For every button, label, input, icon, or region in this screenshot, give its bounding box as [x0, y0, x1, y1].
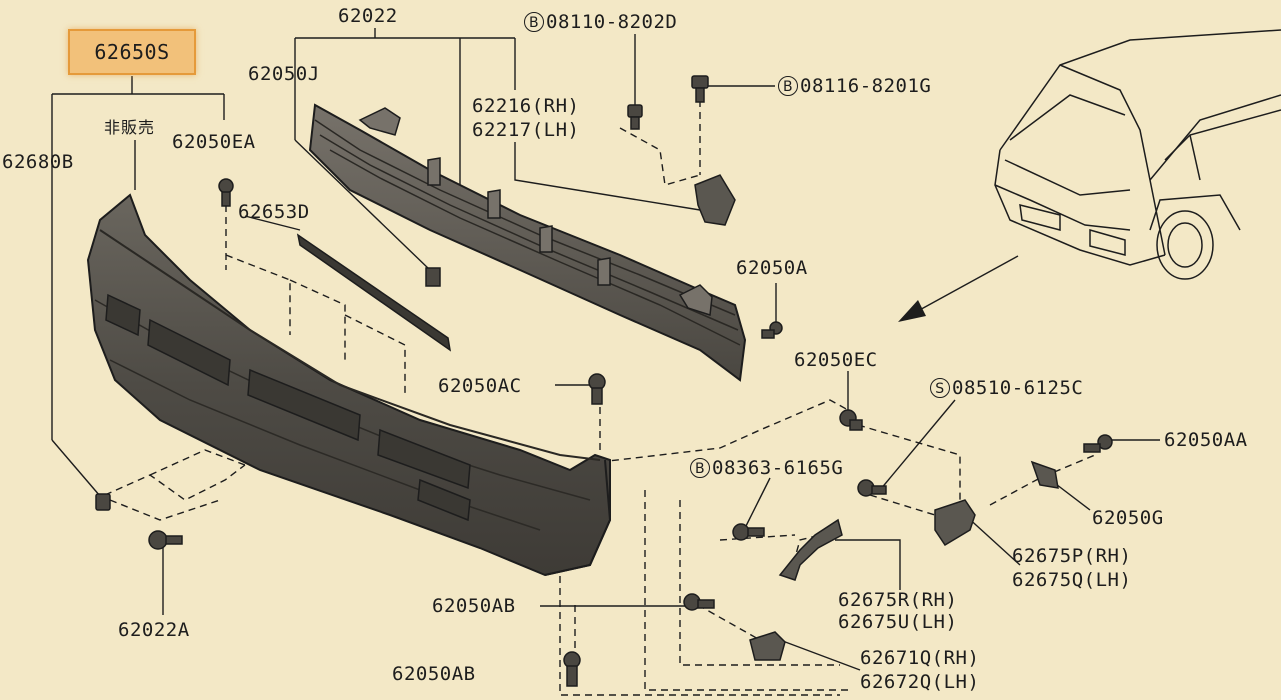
part-label-62675R[interactable]: 62675R(RH) — [838, 589, 958, 611]
screw-standard-badge: S — [930, 378, 950, 398]
part-code: 08510-6125C — [952, 377, 1084, 399]
part-label-62050AB-upper[interactable]: 62050AB — [432, 595, 516, 617]
vehicle-sketch — [994, 29, 1281, 280]
direction-arrow-head — [898, 300, 926, 322]
part-label-62050A[interactable]: 62050A — [736, 257, 808, 279]
bolt-62050A — [761, 321, 783, 339]
bolt-62050AA — [1083, 434, 1113, 453]
part-label-62217[interactable]: 62217(LH) — [472, 119, 580, 141]
part-label-62050EA[interactable]: 62050EA — [172, 131, 256, 153]
bolt-62050EC — [839, 409, 863, 431]
part-label-62050AC[interactable]: 62050AC — [438, 375, 522, 397]
part-label-62675Q[interactable]: 62675Q(LH) — [1012, 569, 1132, 591]
part-label-62022A[interactable]: 62022A — [118, 619, 190, 641]
bolt-standard-badge: B — [690, 458, 710, 478]
part-label-62050EC[interactable]: 62050EC — [794, 349, 878, 371]
bumper-reinforcement — [308, 103, 747, 382]
part-label-62672Q[interactable]: 62672Q(LH) — [860, 671, 980, 693]
bracket-62216 — [694, 174, 736, 226]
bolt-62022A — [148, 530, 183, 550]
bracket-62675R — [778, 518, 843, 581]
not-for-sale-note: 非販売 — [104, 118, 156, 137]
part-label-62050G[interactable]: 62050G — [1092, 507, 1164, 529]
part-label-62650S[interactable]: 62650S — [94, 40, 170, 64]
part-label-62675P[interactable]: 62675P(RH) — [1012, 545, 1132, 567]
leader-lines — [51, 28, 1160, 671]
highlighted-part-box[interactable]: 62650S — [68, 29, 196, 75]
bracket-62675P — [934, 499, 976, 547]
bolt-08363 — [732, 523, 765, 541]
clip-62050J — [425, 267, 441, 287]
part-label-62675U[interactable]: 62675U(LH) — [838, 611, 958, 633]
part-code: 08110-8202D — [546, 11, 678, 33]
bolt-08510 — [857, 479, 887, 497]
bolt-62050AC — [588, 373, 606, 405]
bolt-standard-badge: B — [524, 12, 544, 32]
bolt-08116 — [691, 75, 709, 103]
part-label-62653D[interactable]: 62653D — [238, 201, 310, 223]
part-code: 08116-8201G — [800, 75, 932, 97]
part-code: 08363-6165G — [712, 457, 844, 479]
brackets — [694, 174, 1059, 661]
part-label-62050AB-lower[interactable]: 62050AB — [392, 663, 476, 685]
part-label-62022[interactable]: 62022 — [338, 5, 398, 27]
part-label-62216[interactable]: 62216(RH) — [472, 95, 580, 117]
part-label-62671Q[interactable]: 62671Q(RH) — [860, 647, 980, 669]
part-label-62050AA[interactable]: 62050AA — [1164, 429, 1248, 451]
bracket-62050G — [1030, 460, 1059, 489]
part-label-62680B[interactable]: 62680B — [2, 151, 74, 173]
bolt-62050EA — [218, 178, 234, 207]
clip-62680B — [95, 493, 111, 511]
bracket-62671Q — [749, 631, 786, 661]
molding-strip — [296, 233, 452, 352]
part-label-62050J[interactable]: 62050J — [248, 63, 320, 85]
bumper-fascia — [86, 193, 612, 577]
bolt-standard-badge: B — [778, 76, 798, 96]
bolt-62050AB-1 — [683, 593, 715, 611]
bolt-62050AB-2 — [563, 651, 581, 687]
bolt-08110 — [627, 104, 643, 130]
fasteners — [95, 75, 1113, 687]
